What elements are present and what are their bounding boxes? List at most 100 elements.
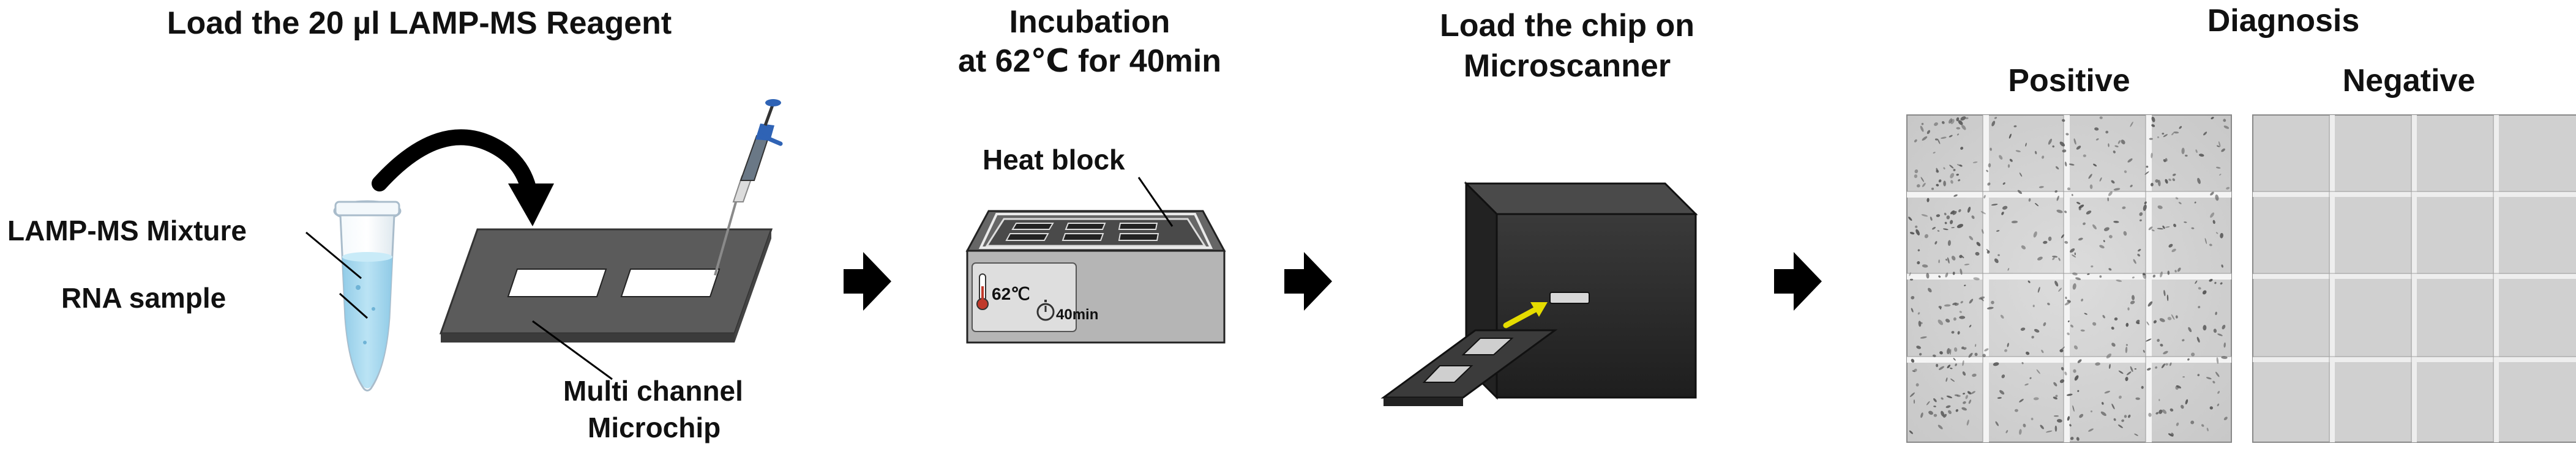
precipitate-particle <box>2171 432 2174 436</box>
precipitate-particle <box>1945 259 1947 261</box>
precipitate-particle <box>2144 201 2147 205</box>
precipitate-particle <box>2071 194 2073 196</box>
precipitate-particle <box>1955 363 1957 366</box>
precipitate-particle <box>2078 204 2084 209</box>
heat-block: 62℃ 40min <box>965 210 1226 344</box>
precipitate-particle <box>2031 335 2034 339</box>
precipitate-particle <box>1934 122 1938 126</box>
microscanner <box>1464 181 1698 400</box>
sample-pointer <box>339 292 368 319</box>
precipitate-particle <box>1943 413 1947 418</box>
precipitate-particle <box>2061 367 2064 371</box>
precipitate-particle <box>2067 300 2071 303</box>
precipitate-particle <box>2125 344 2128 346</box>
precipitate-particle <box>2127 307 2130 311</box>
precipitate-particle <box>2173 131 2179 134</box>
precipitate-particle <box>1960 146 1964 150</box>
precipitate-particle <box>1933 406 1936 407</box>
precipitate-particle <box>1951 331 1955 334</box>
precipitate-particle <box>1946 215 1950 220</box>
precipitate-particle <box>2108 143 2110 147</box>
precipitate-particle <box>2103 240 2105 242</box>
precipitate-particle <box>1938 366 1945 370</box>
precipitate-particle <box>2083 154 2086 157</box>
precipitate-particle <box>1982 354 1986 357</box>
precipitate-particle <box>2076 437 2080 441</box>
precipitate-particle <box>2048 236 2052 242</box>
precipitate-particle <box>2185 154 2188 157</box>
precipitate-particle <box>1969 325 1972 328</box>
precipitate-particle <box>2146 338 2152 342</box>
precipitate-particle <box>2195 149 2198 154</box>
precipitate-particle <box>1917 249 1920 251</box>
precipitate-particle <box>1918 320 1922 327</box>
precipitate-particle <box>2021 361 2024 365</box>
precipitate-particle <box>2215 232 2218 234</box>
precipitate-particle <box>2127 158 2133 163</box>
precipitate-particle <box>2072 254 2076 257</box>
precipitate-particle <box>2223 342 2226 348</box>
precipitate-particle <box>2000 314 2004 319</box>
precipitate-particle <box>1908 217 1912 221</box>
precipitate-particle <box>1939 351 1943 355</box>
precipitate-particle <box>1987 182 1991 186</box>
precipitate-particle <box>2034 202 2039 207</box>
precipitate-particle <box>2215 166 2221 169</box>
precipitate-particle <box>1956 127 1961 130</box>
precipitate-particle <box>1949 118 1953 124</box>
precipitate-particle <box>1920 125 1924 132</box>
precipitate-particle <box>2131 295 2135 300</box>
precipitate-particle <box>2125 346 2128 354</box>
precipitate-particle <box>2021 245 2026 250</box>
precipitate-particle <box>2121 419 2124 422</box>
precipitate-particle <box>2007 343 2009 347</box>
precipitate-particle <box>2114 145 2119 147</box>
precipitate-particle <box>2118 370 2124 374</box>
precipitate-particle <box>2152 274 2156 278</box>
precipitate-particle <box>1933 152 1936 154</box>
precipitate-particle <box>1909 430 1913 434</box>
precipitate-particle <box>1949 349 1952 355</box>
negative-micrograph <box>2252 114 2576 443</box>
precipitate-particle <box>1924 234 1928 239</box>
precipitate-particle <box>1947 365 1951 369</box>
precipitate-particle <box>1942 228 1949 231</box>
precipitate-particle <box>1964 284 1966 286</box>
positive-micrograph <box>1906 114 2232 443</box>
precipitate-particle <box>1944 304 1951 307</box>
precipitate-particle <box>1943 180 1946 187</box>
precipitate-particle <box>2067 332 2070 335</box>
precipitate-particle <box>2007 268 2010 271</box>
precipitate-particle <box>2055 166 2059 169</box>
precipitate-particle <box>2173 223 2176 228</box>
precipitate-particle <box>2213 328 2217 333</box>
precipitate-particle <box>1936 183 1939 187</box>
precipitate-particle <box>2124 415 2127 418</box>
precipitate-particle <box>2072 283 2076 290</box>
precipitate-particle <box>1937 138 1941 144</box>
precipitate-particle <box>1972 373 1977 377</box>
precipitate-particle <box>2223 119 2226 122</box>
precipitate-particle <box>2005 430 2009 434</box>
precipitate-particle <box>2117 140 2121 144</box>
precipitate-particle <box>1958 209 1961 213</box>
precipitate-particle <box>1914 174 1918 179</box>
precipitate-particle <box>2141 386 2144 389</box>
precipitate-particle <box>2001 374 2005 379</box>
precipitate-particle <box>2217 333 2223 336</box>
precipitate-particle <box>1950 210 1955 215</box>
precipitate-particle <box>2058 287 2062 292</box>
heat-block-pointer <box>1137 177 1174 227</box>
precipitate-particle <box>2123 231 2127 236</box>
precipitate-particle <box>1920 336 1927 339</box>
precipitate-particle <box>2007 164 2010 168</box>
precipitate-particle <box>2155 366 2158 369</box>
precipitate-particle <box>2159 318 2165 322</box>
precipitate-particle <box>1948 410 1952 414</box>
precipitate-particle <box>1991 120 1996 127</box>
precipitate-particle <box>1941 410 1945 417</box>
precipitate-particle <box>2172 178 2176 182</box>
precipitate-particle <box>2024 383 2029 386</box>
precipitate-particle <box>2142 273 2146 276</box>
precipitate-particle <box>2150 182 2154 187</box>
